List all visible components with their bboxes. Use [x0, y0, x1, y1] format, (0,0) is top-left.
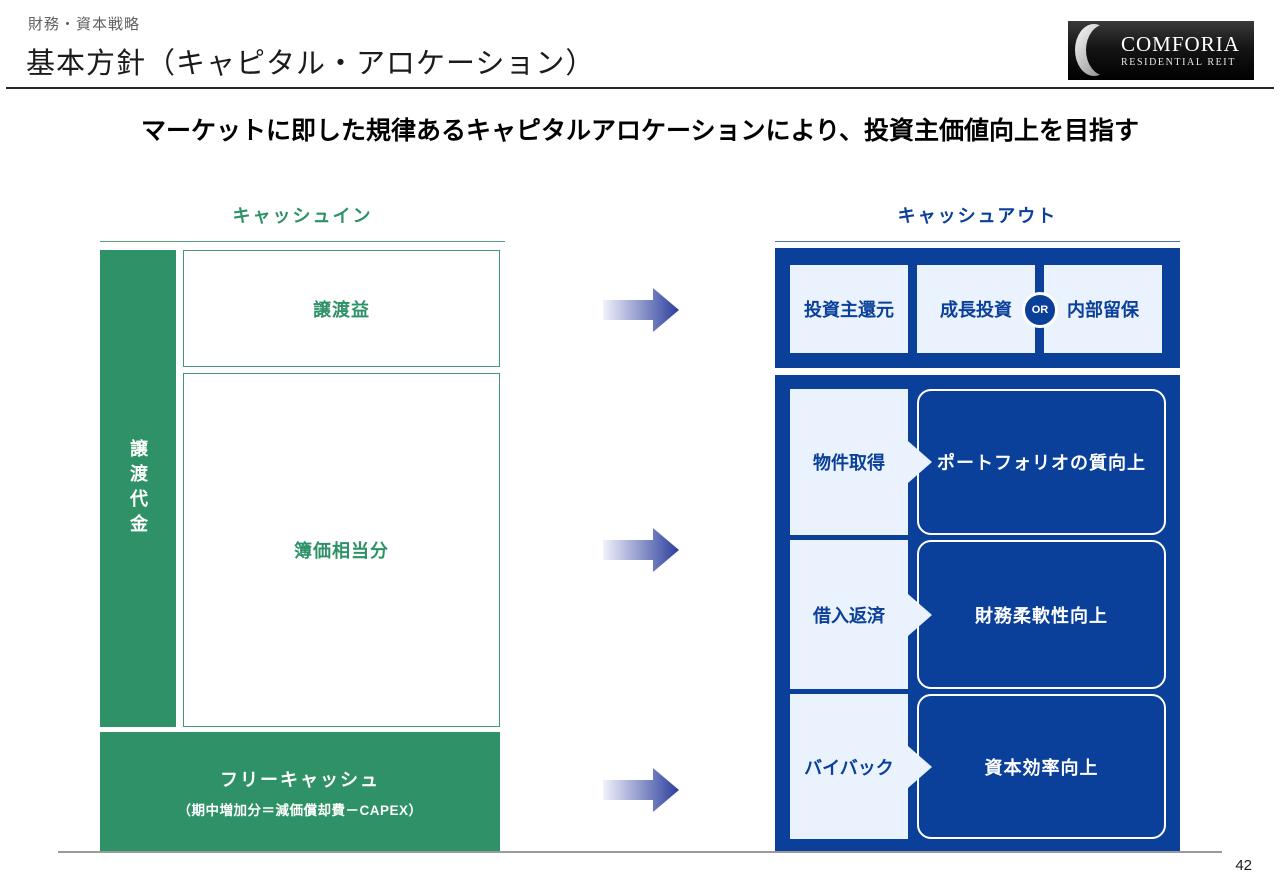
- logo-text: COMFORIA RESIDENTIAL REIT: [1121, 31, 1240, 68]
- section-label: 財務・資本戦略: [28, 16, 141, 33]
- sale-proceeds-label: 譲渡代金: [128, 438, 148, 539]
- cash-in-underline: [100, 241, 505, 242]
- unitholder-return-label: 投資主還元: [804, 300, 894, 320]
- or-badge: OR: [1022, 292, 1058, 328]
- cash-out-heading: キャッシュアウト: [897, 206, 1058, 226]
- financial-flexibility-label: 財務柔軟性向上: [975, 605, 1108, 626]
- property-acquisition-box: 物件取得: [790, 389, 908, 535]
- retained-earnings-label: 内部留保: [1067, 300, 1139, 320]
- flow-arrow-icon: [603, 288, 679, 332]
- free-cash-box: フリーキャッシュ （期中増加分＝減価償却費－CAPEX）: [100, 732, 500, 852]
- portfolio-quality-label: ポートフォリオの質向上: [937, 453, 1146, 473]
- title-divider: [6, 87, 1274, 89]
- debt-repayment-label: 借入返済: [813, 605, 885, 626]
- retained-earnings-box: 内部留保: [1044, 265, 1162, 353]
- book-value-label: 簿価相当分: [294, 541, 389, 561]
- flow-arrow-icon: [603, 528, 679, 572]
- portfolio-quality-box: ポートフォリオの質向上: [917, 389, 1166, 535]
- footer-divider: [58, 851, 1222, 853]
- capital-efficiency-box: 資本効率向上: [917, 694, 1166, 839]
- financial-flexibility-box: 財務柔軟性向上: [917, 540, 1166, 689]
- property-acquisition-label: 物件取得: [813, 453, 885, 473]
- logo-subtitle: RESIDENTIAL REIT: [1121, 56, 1236, 68]
- buyback-box: バイバック: [790, 694, 908, 839]
- sale-proceeds-bar: 譲渡代金: [100, 250, 176, 727]
- free-cash-title: フリーキャッシュ: [220, 769, 380, 790]
- logo-name: COMFORIA: [1121, 31, 1240, 56]
- capital-gain-label: 譲渡益: [313, 299, 370, 320]
- capital-efficiency-label: 資本効率向上: [984, 757, 1099, 778]
- cash-out-underline: [775, 241, 1180, 242]
- key-message: マーケットに即した規律あるキャピタルアロケーションにより、投資主価値向上を目指す: [140, 117, 1139, 145]
- comforia-logo: COMFORIA RESIDENTIAL REIT: [1068, 21, 1254, 80]
- page-title: 基本方針（キャピタル・アロケーション）: [26, 48, 596, 80]
- page-number: 42: [1235, 857, 1252, 874]
- capital-gain-box: 譲渡益: [183, 250, 500, 367]
- cash-in-heading: キャッシュイン: [232, 206, 373, 226]
- free-cash-note: （期中増加分＝減価償却費－CAPEX）: [177, 802, 423, 818]
- book-value-box: 簿価相当分: [183, 373, 500, 727]
- flow-arrow-icon: [603, 768, 679, 812]
- unitholder-return-box: 投資主還元: [790, 265, 908, 353]
- growth-investment-box: 成長投資: [917, 265, 1035, 353]
- buyback-label: バイバック: [804, 757, 894, 778]
- growth-investment-label: 成長投資: [940, 300, 1012, 320]
- crescent-icon: [1073, 22, 1119, 79]
- debt-repayment-box: 借入返済: [790, 540, 908, 689]
